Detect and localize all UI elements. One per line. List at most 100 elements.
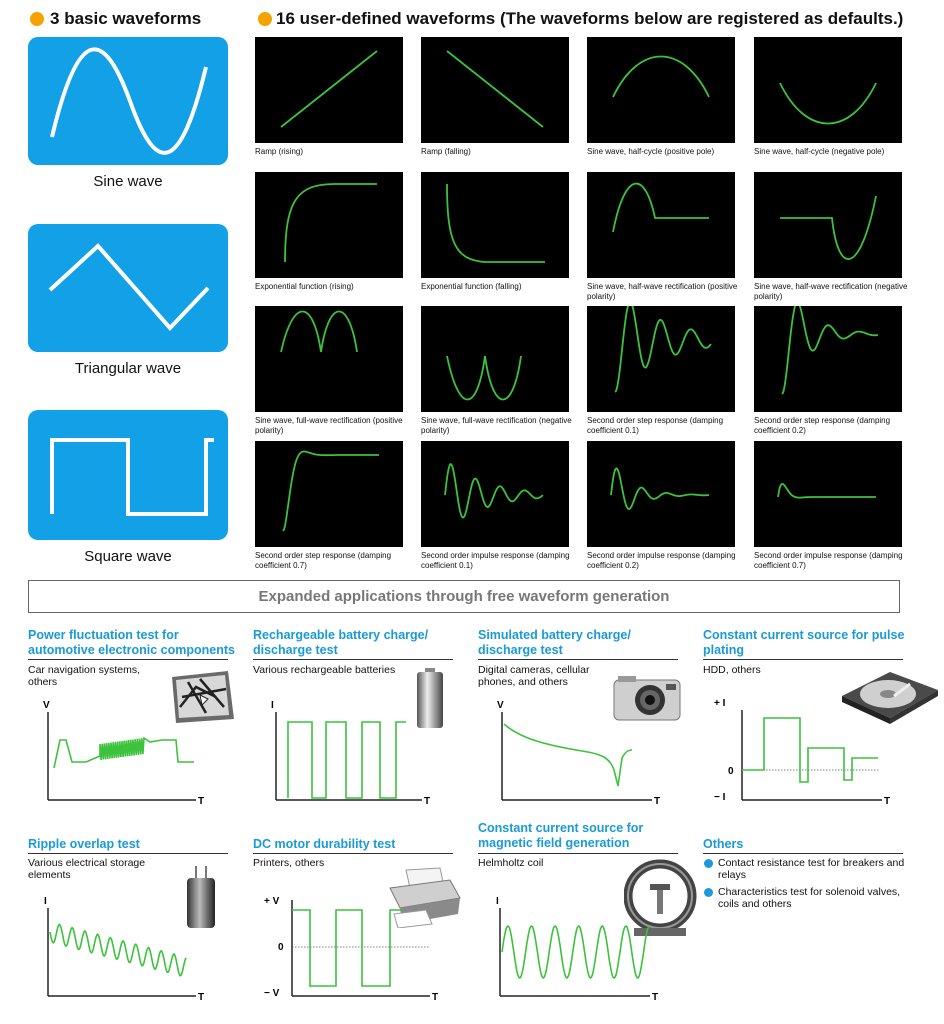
y-axis-label: I <box>496 896 499 907</box>
digital-camera-icon <box>613 676 681 721</box>
helmholtz-coil-icon <box>624 859 697 936</box>
capacitor-icon <box>187 866 215 928</box>
app-divider <box>703 853 903 854</box>
user-waveforms-heading: 16 user-defined waveforms (The waveforms… <box>276 9 904 28</box>
waveform-panel <box>754 172 902 278</box>
pulse-plating-plot: + I 0 − I T <box>714 698 890 807</box>
square-wave-label: Square wave <box>84 548 172 565</box>
waveform-caption: Ramp (rising) <box>255 147 304 156</box>
waveform-trace-icon <box>780 195 877 260</box>
waveform-trace-icon <box>280 50 378 128</box>
waveform-caption: Second order step response (damping coef… <box>754 416 891 435</box>
waveform-panel <box>255 37 403 143</box>
waveform-caption: Second order impulse response (damping c… <box>421 551 570 570</box>
app-subtitle: Various rechargeable batteries <box>253 664 396 676</box>
battery-icon <box>417 668 443 728</box>
waveform-panel <box>754 441 902 547</box>
waveform-caption: Sine wave, half-cycle (negative pole) <box>754 147 885 156</box>
section-bullet-icon <box>258 12 272 26</box>
waveform-trace-icon <box>284 183 377 263</box>
basic-waveforms-heading: 3 basic waveforms <box>50 9 202 28</box>
waveform-panel <box>421 306 569 412</box>
y-neg-label: − I <box>714 792 726 803</box>
y-neg-label: − V <box>264 988 280 999</box>
x-axis-label: T <box>654 796 660 807</box>
waveform-caption: Sine wave, half-wave rectification (nega… <box>754 282 908 301</box>
waveform-caption: Sine wave, half-wave rectification (posi… <box>587 282 738 301</box>
x-axis-label: T <box>198 992 204 1003</box>
waveform-panel <box>754 37 902 143</box>
sine-wave-panel <box>28 37 228 165</box>
waveform-panel <box>255 441 403 547</box>
square-wave-panel <box>28 410 228 540</box>
dc-motor-plot: + V 0 − V T <box>264 896 438 1003</box>
app-subtitle: Various electrical storage elements <box>28 857 146 881</box>
app-title-power-fluctuation: Power fluctuation test for automotive el… <box>28 628 235 657</box>
waveform-panel <box>421 441 569 547</box>
app-title-rechargeable-battery: Rechargeable battery charge/ discharge t… <box>253 628 429 657</box>
waveform-trace-icon <box>280 310 358 353</box>
x-axis-label: T <box>432 992 438 1003</box>
waveform-trace-icon <box>781 306 879 395</box>
y-pos-label: + V <box>264 896 280 907</box>
app-title-others: Others <box>703 837 744 851</box>
waveform-caption: Sine wave, half-cycle (positive pole) <box>587 147 715 156</box>
waveform-trace-icon <box>444 463 544 519</box>
waveform-panel <box>587 306 735 412</box>
waveform-trace-icon <box>777 482 876 499</box>
waveform-panel <box>421 37 569 143</box>
x-axis-label: T <box>424 796 430 807</box>
app-subtitle: Digital cameras, cellular phones, and ot… <box>478 664 590 688</box>
app-title-pulse-plating: Constant current source for pulse platin… <box>703 628 905 657</box>
waveform-caption: Second order impulse response (damping c… <box>587 551 736 570</box>
section-bullet-icon <box>30 12 44 26</box>
y-axis-label: I <box>271 700 274 711</box>
waveform-panel <box>587 37 735 143</box>
triangular-wave-panel <box>28 224 228 352</box>
magnetic-field-plot: I T <box>496 896 658 1003</box>
app-divider <box>478 853 678 854</box>
app-subtitle: Car navigation systems, others <box>28 664 141 688</box>
waveform-caption: Second order step response (damping coef… <box>255 551 392 570</box>
waveform-caption: Sine wave, full-wave rectification (nega… <box>421 416 572 435</box>
ripple-overlap-plot: I T <box>44 896 204 1003</box>
x-axis-label: T <box>884 796 890 807</box>
y-zero-label: 0 <box>278 942 284 953</box>
waveform-caption: Ramp (falling) <box>421 147 471 156</box>
waveform-trace-icon <box>446 50 544 128</box>
waveform-trace-icon <box>779 82 877 125</box>
printer-icon <box>389 867 461 928</box>
app-divider <box>253 659 453 660</box>
square-wave-icon <box>50 438 214 516</box>
battery-charge-plot: I T <box>271 700 430 807</box>
others-item: Contact resistance test for breakers and… <box>704 857 908 881</box>
waveform-panel <box>754 306 902 412</box>
app-divider <box>703 659 903 660</box>
app-title-dc-motor: DC motor durability test <box>253 837 396 851</box>
triangular-wave-icon <box>48 243 210 331</box>
waveform-caption: Exponential function (falling) <box>421 282 522 291</box>
app-divider <box>28 853 228 854</box>
waveform-trace-icon <box>612 182 709 233</box>
app-title-ripple-overlap: Ripple overlap test <box>28 837 140 851</box>
waveform-panel <box>255 172 403 278</box>
waveform-panel <box>255 306 403 412</box>
waveform-caption: Sine wave, full-wave rectification (posi… <box>255 416 403 435</box>
hard-disk-icon <box>842 672 938 724</box>
app-subtitle: HDD, others <box>703 664 761 676</box>
y-axis-label: I <box>44 896 47 907</box>
app-subtitle: Helmholtz coil <box>478 857 544 869</box>
waveform-trace-icon <box>446 355 522 401</box>
waveform-trace-icon <box>282 450 379 532</box>
sine-wave-label: Sine wave <box>93 173 163 190</box>
waveform-caption: Exponential function (rising) <box>255 282 354 291</box>
waveform-trace-icon <box>614 306 712 393</box>
app-divider <box>253 853 453 854</box>
waveform-panel <box>421 172 569 278</box>
y-axis-label: V <box>497 700 504 711</box>
waveform-panel <box>587 172 735 278</box>
waveform-trace-icon <box>610 467 709 510</box>
others-item: Characteristics test for solenoid valves… <box>704 886 908 910</box>
x-axis-label: T <box>652 992 658 1003</box>
waveform-trace-icon <box>446 183 545 263</box>
